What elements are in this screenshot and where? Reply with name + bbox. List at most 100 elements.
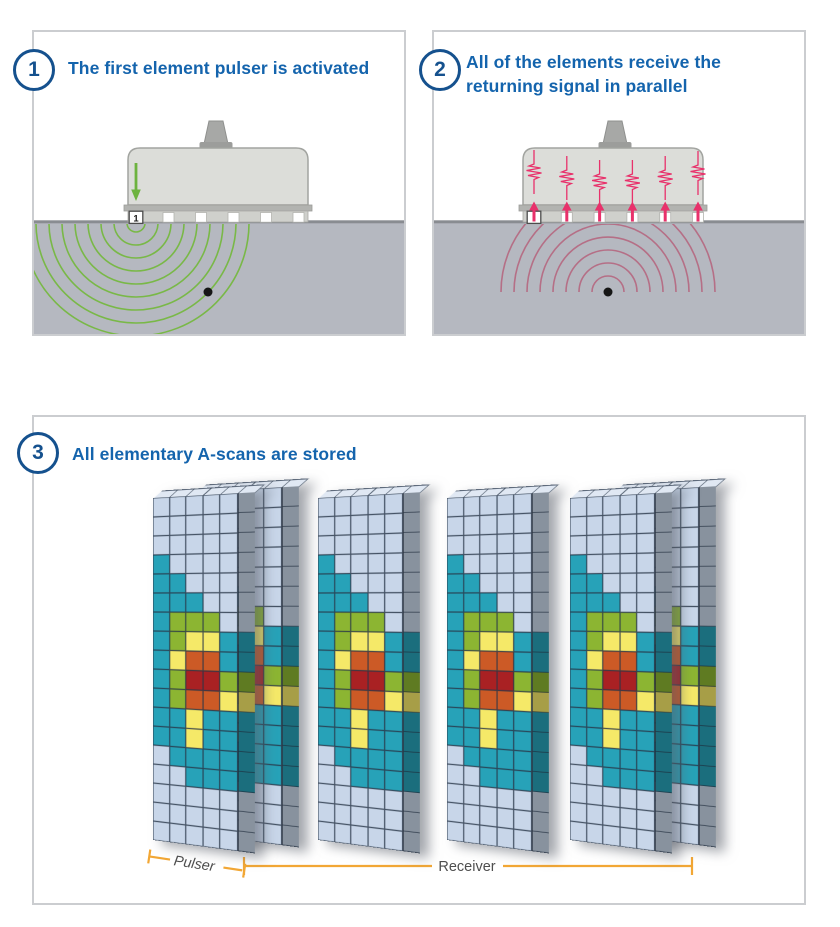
ascan-cell: [385, 532, 403, 554]
ascan-cell: [169, 727, 186, 748]
ascan-cell: [385, 789, 403, 812]
ascan-cell: [586, 822, 603, 845]
ascan-cell: [318, 612, 335, 632]
ascan-cell: [637, 809, 655, 832]
ascan-cell: [153, 612, 170, 632]
ascan-cell: [619, 670, 638, 692]
returning-wavefronts: [500, 224, 716, 293]
ascan-cell: [334, 573, 351, 593]
ascan-cell: [479, 592, 497, 613]
ascan-cell: [496, 553, 515, 574]
ascan-cell: [350, 495, 368, 516]
ascan-cell: [570, 516, 587, 536]
probe-body: [522, 147, 704, 206]
ascan-cell: [153, 669, 170, 689]
ascan-cell: [220, 671, 238, 693]
ascan-cell: [185, 824, 203, 847]
ascan-cell: [367, 729, 386, 751]
ascan-cell: [318, 688, 335, 708]
ascan-cell: [602, 650, 620, 671]
receiver-label: Receiver: [438, 859, 495, 875]
step2-title-line2: returning signal in parallel: [466, 75, 688, 96]
ascan-cell: [447, 669, 464, 689]
step1-title: The first element pulser is activated: [68, 58, 370, 78]
ascan-cell: [169, 822, 186, 845]
ascan-cell: [350, 766, 368, 788]
ascan-cell: [367, 513, 386, 535]
ascan-cell: [350, 514, 368, 535]
ascan-cell: [202, 533, 221, 554]
ascan-cell: [586, 592, 603, 613]
wavefront-arc: [113, 224, 159, 246]
slab-side-face: [402, 492, 420, 854]
ascan-cell: [220, 632, 238, 653]
ascan-cell: [153, 764, 170, 785]
ascan-cell: [153, 688, 170, 708]
ascan-matrix-slab: [570, 484, 683, 854]
ascan-cell: [514, 730, 532, 752]
ascan-cell: [619, 592, 638, 613]
ascan-cell: [514, 809, 532, 832]
element-slot: [162, 212, 175, 223]
ascan-cell: [447, 783, 464, 804]
ascan-cell: [447, 573, 464, 593]
ascan-cell: [185, 747, 203, 769]
ascan-cell: [637, 552, 655, 574]
ascan-cell: [463, 554, 480, 574]
ascan-cell: [681, 803, 699, 826]
ascan-cell: [570, 688, 587, 708]
ascan-cell: [202, 573, 221, 593]
ascan-grid-face: [447, 493, 532, 852]
ascan-cell: [169, 496, 186, 517]
ascan-cell: [220, 572, 238, 593]
ascan-cell: [350, 747, 368, 769]
step3-number: 3: [32, 441, 44, 464]
ascan-cell: [447, 554, 464, 574]
ascan-cell: [619, 533, 638, 554]
ascan-cell: [496, 513, 515, 535]
ascan-cell: [681, 487, 699, 508]
ascan-cell: [463, 592, 480, 613]
ascan-cell: [637, 710, 655, 732]
ascan-cell: [220, 532, 238, 554]
wavefront-arc: [591, 275, 625, 293]
ascan-cell: [602, 786, 620, 808]
ascan-cell: [602, 670, 620, 691]
ascan-cell: [496, 709, 515, 731]
ascan-cell: [619, 631, 638, 652]
ascan-cell: [514, 612, 532, 633]
ascan-cell: [619, 787, 638, 810]
ascan-cell: [479, 766, 497, 788]
slab-side-face: [654, 492, 672, 854]
ascan-cell: [185, 650, 203, 671]
ascan-cell: [318, 650, 335, 670]
step2-title: All of the elements receive the returnin…: [466, 51, 776, 98]
ascan-cell: [496, 651, 515, 672]
ascan-cell: [681, 546, 699, 568]
wavefront-arc: [500, 224, 716, 293]
ascan-cell: [220, 552, 238, 574]
ascan-cell: [681, 586, 699, 607]
pulser-dim-left-tick: [147, 849, 152, 864]
ascan-cell: [681, 744, 699, 766]
ascan-cell: [514, 671, 532, 693]
ascan-cell: [586, 612, 603, 632]
ascan-cell: [602, 728, 620, 749]
element-slot: [260, 212, 272, 223]
ascan-cell: [318, 783, 335, 804]
ascan-cell: [367, 533, 386, 554]
ascan-cell: [602, 495, 620, 516]
ascan-cell: [385, 572, 403, 593]
ascan-cell: [202, 553, 221, 574]
ascan-cell: [463, 765, 480, 787]
wavefront-arc: [48, 224, 224, 311]
receiver-dimension: Receiver: [242, 857, 694, 875]
ascan-cell: [318, 726, 335, 747]
ascan-cell: [681, 526, 699, 548]
ascan-cell: [202, 592, 221, 613]
ascan-cell: [447, 707, 464, 728]
ascan-cell: [220, 592, 238, 613]
ascan-cell: [514, 710, 532, 732]
ascan-cell: [681, 626, 699, 647]
ascan-cell: [463, 669, 480, 690]
